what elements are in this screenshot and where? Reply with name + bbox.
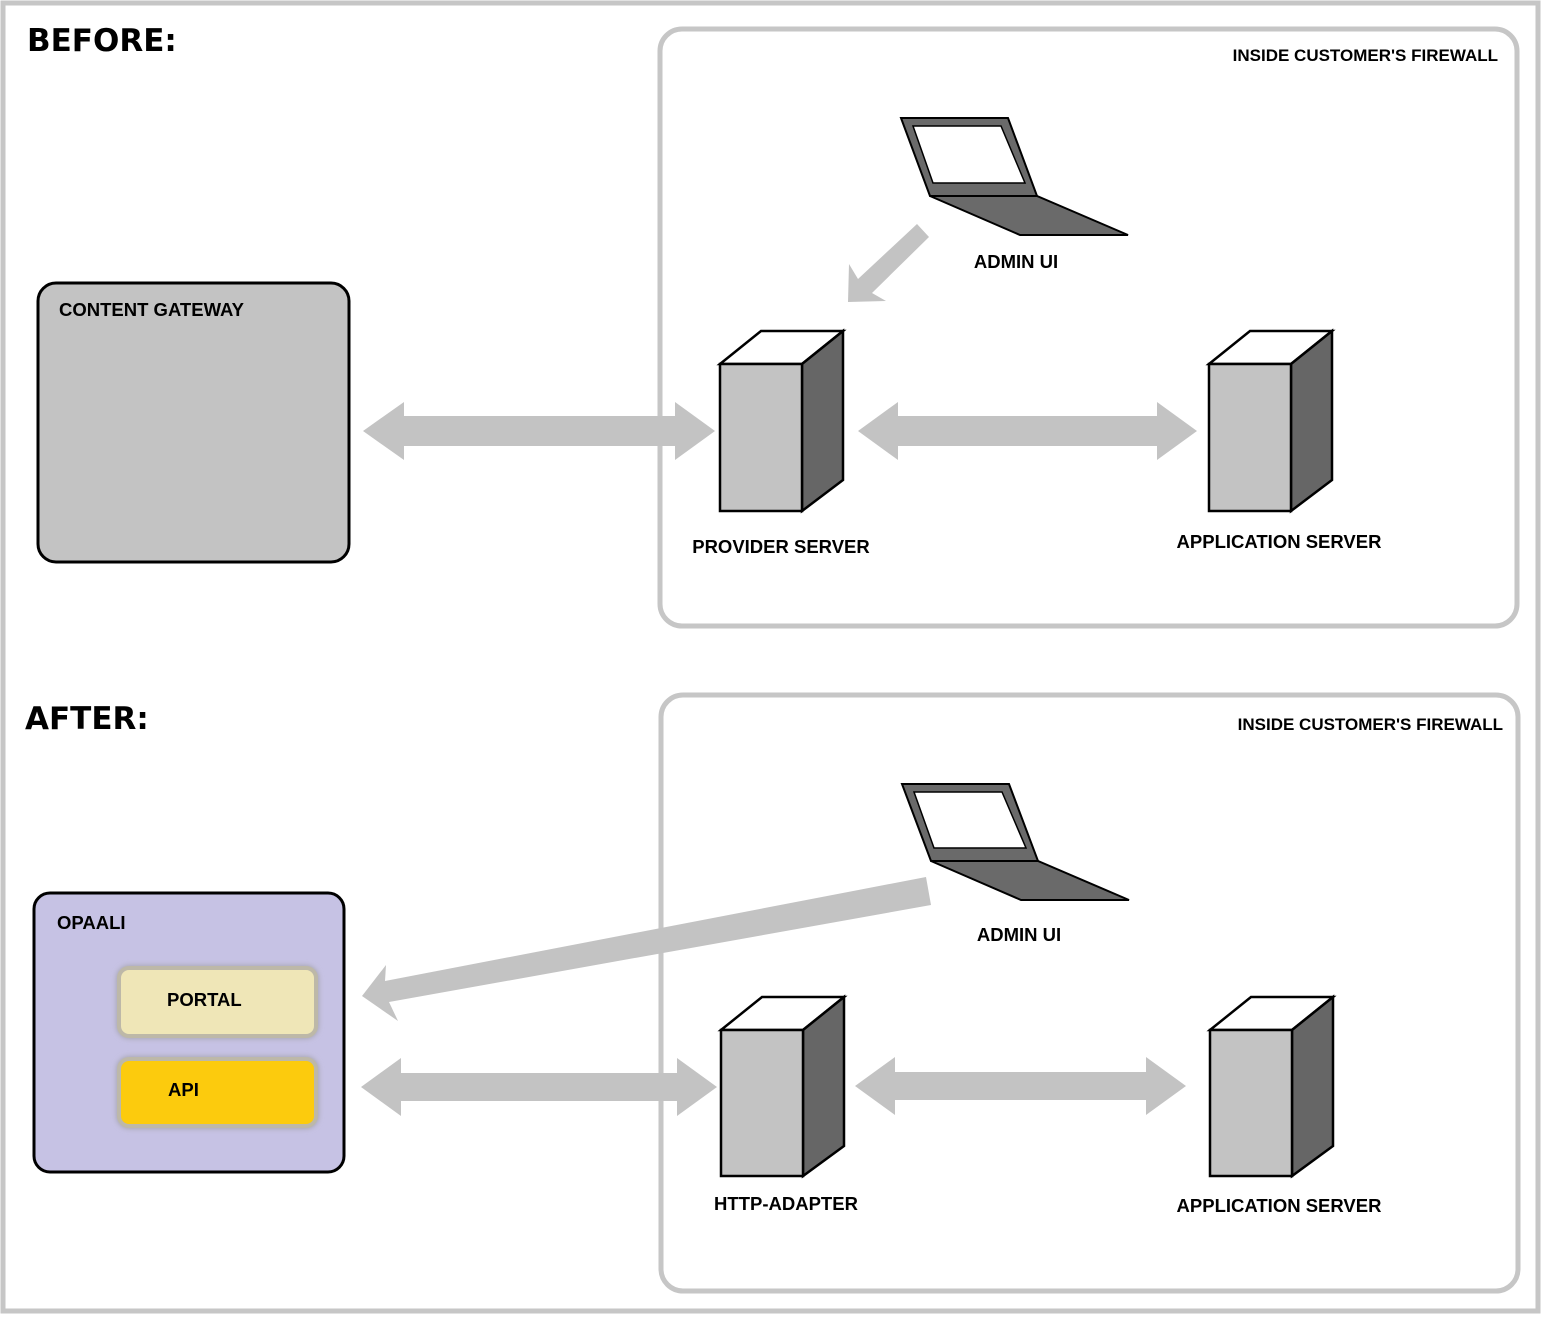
laptop-icon (900, 783, 1130, 901)
api-box (117, 1057, 318, 1128)
admin-to-opaali-arrow (362, 877, 931, 1021)
application-server-icon (1205, 328, 1336, 514)
content-gateway-label: CONTENT GATEWAY (59, 299, 245, 320)
content-gateway-box (36, 281, 351, 564)
http-adapter-server-icon (717, 994, 848, 1179)
laptop-icon (899, 117, 1129, 236)
portal-box (117, 966, 318, 1038)
http-adapter-label: HTTP-ADAPTER (714, 1193, 858, 1214)
before-firewall-boundary (657, 26, 1520, 629)
after-application-server-label: APPLICATION SERVER (1177, 1195, 1382, 1216)
gateway-provider-arrow (363, 402, 715, 460)
admin-to-provider-arrow (848, 224, 929, 302)
portal-label: PORTAL (167, 989, 242, 1010)
opaali-adapter-arrow (361, 1058, 717, 1116)
after-firewall-label: INSIDE CUSTOMER'S FIREWALL (1238, 715, 1503, 734)
opaali-label: OPAALI (57, 912, 126, 933)
after-admin-ui-label: ADMIN UI (977, 924, 1061, 945)
provider-app-arrow (858, 402, 1197, 460)
after-heading: AFTER: (25, 701, 149, 737)
before-heading: BEFORE: (27, 23, 177, 59)
before-firewall-label: INSIDE CUSTOMER'S FIREWALL (1233, 46, 1498, 65)
before-admin-ui-label: ADMIN UI (974, 251, 1058, 272)
after-firewall-boundary (658, 692, 1521, 1294)
provider-server-label: PROVIDER SERVER (692, 536, 870, 557)
adapter-app-arrow (855, 1057, 1186, 1115)
application-server-icon (1206, 994, 1337, 1179)
before-application-server-label: APPLICATION SERVER (1177, 531, 1382, 552)
api-label: API (168, 1079, 199, 1100)
provider-server-icon (716, 328, 847, 514)
